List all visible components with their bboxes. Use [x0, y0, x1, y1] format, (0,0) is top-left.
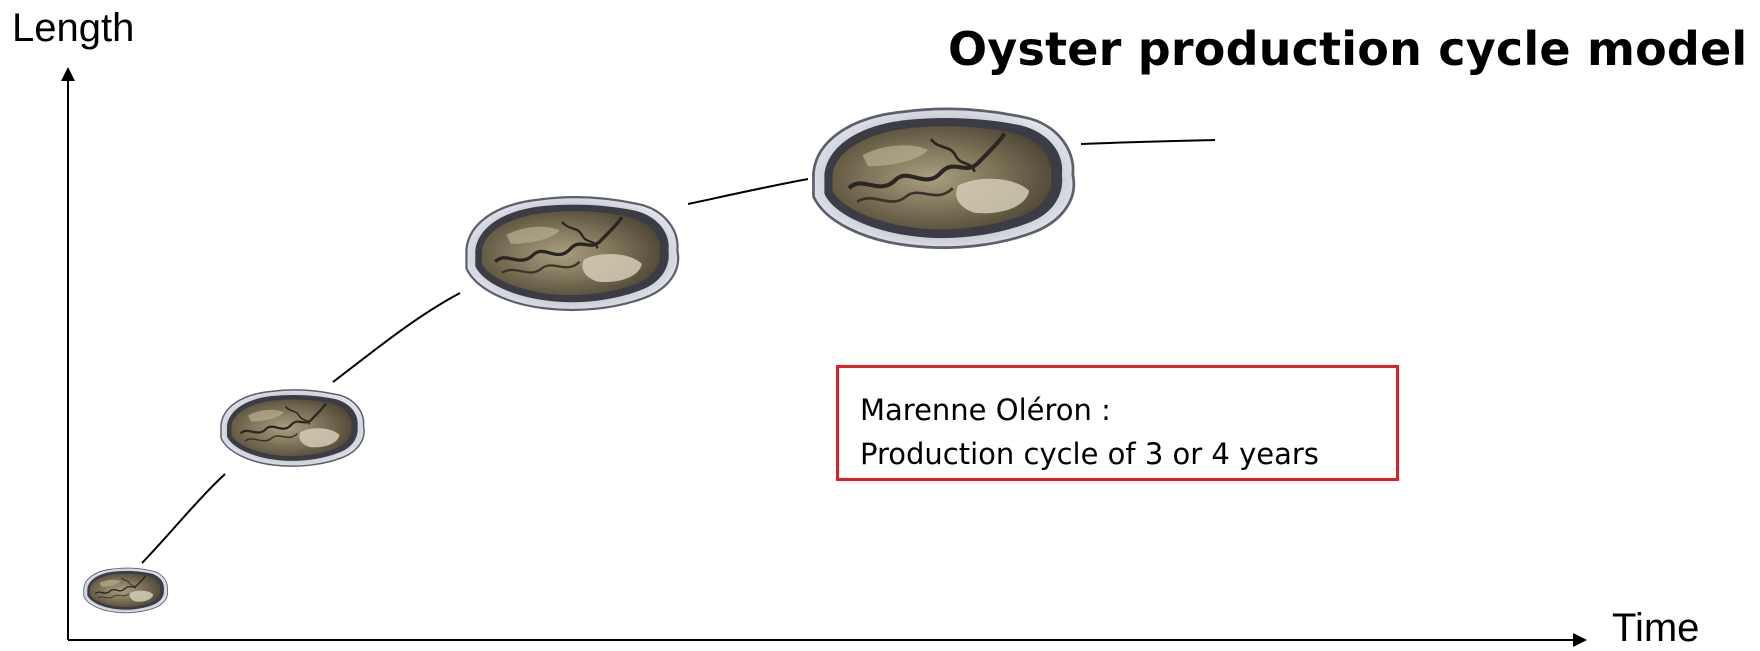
oyster-stage-4-icon — [813, 109, 1073, 248]
production-cycle-info-box: Marenne Oléron : Production cycle of 3 o… — [836, 365, 1399, 481]
diagram-title: Oyster production cycle model — [948, 22, 1747, 76]
oyster-stage-3-icon — [466, 197, 678, 310]
info-box-line-1: Marenne Oléron : — [860, 388, 1396, 432]
x-axis-label: Time — [1612, 606, 1699, 651]
oyster-stage-2-icon — [221, 390, 364, 466]
oyster-stage-1-icon — [84, 568, 168, 613]
growth-curve-segment-3 — [688, 179, 808, 204]
growth-curve-segment-4 — [1081, 140, 1215, 144]
growth-curve-segment-1 — [142, 474, 225, 563]
growth-curve-segment-2 — [333, 293, 460, 382]
y-axis-label: Length — [12, 6, 134, 51]
info-box-line-2: Production cycle of 3 or 4 years — [860, 432, 1396, 476]
